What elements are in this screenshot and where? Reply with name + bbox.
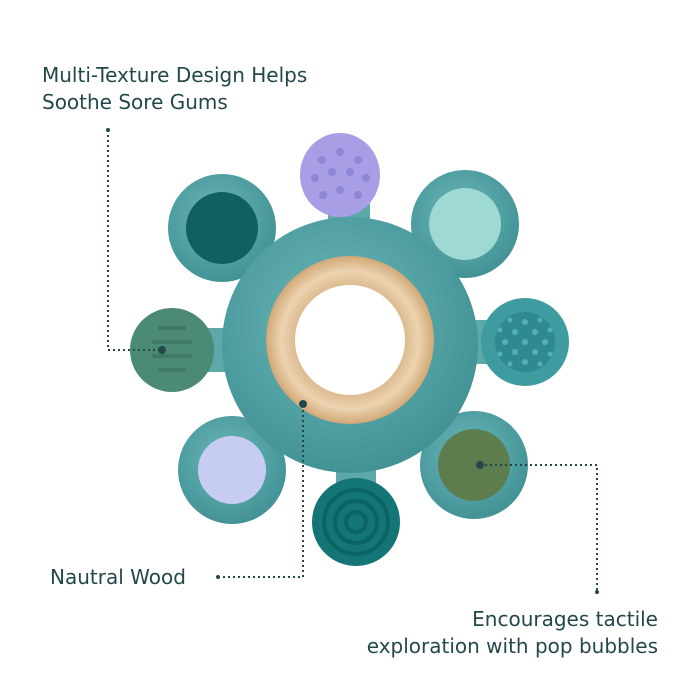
ring-hole [295,285,405,395]
callout-bubbles: Encourages tactile exploration with pop … [367,606,658,660]
callout-bubbles-line1: Encourages tactile [472,607,658,631]
sage-ridge-nub [130,308,235,392]
ridged-bottom-nub [312,458,400,566]
callout-texture-line1: Multi-Texture Design Helps [42,63,308,87]
callout-texture-line2: Soothe Sore Gums [42,90,228,114]
callout-texture: Multi-Texture Design Helps Soothe Sore G… [42,62,307,116]
leader-lines [107,130,598,592]
callout-bubbles-line2: exploration with pop bubbles [366,634,658,658]
callout-wood: Nautral Wood [50,565,186,589]
leader-dots [106,128,599,594]
bristle-nub [462,298,569,386]
